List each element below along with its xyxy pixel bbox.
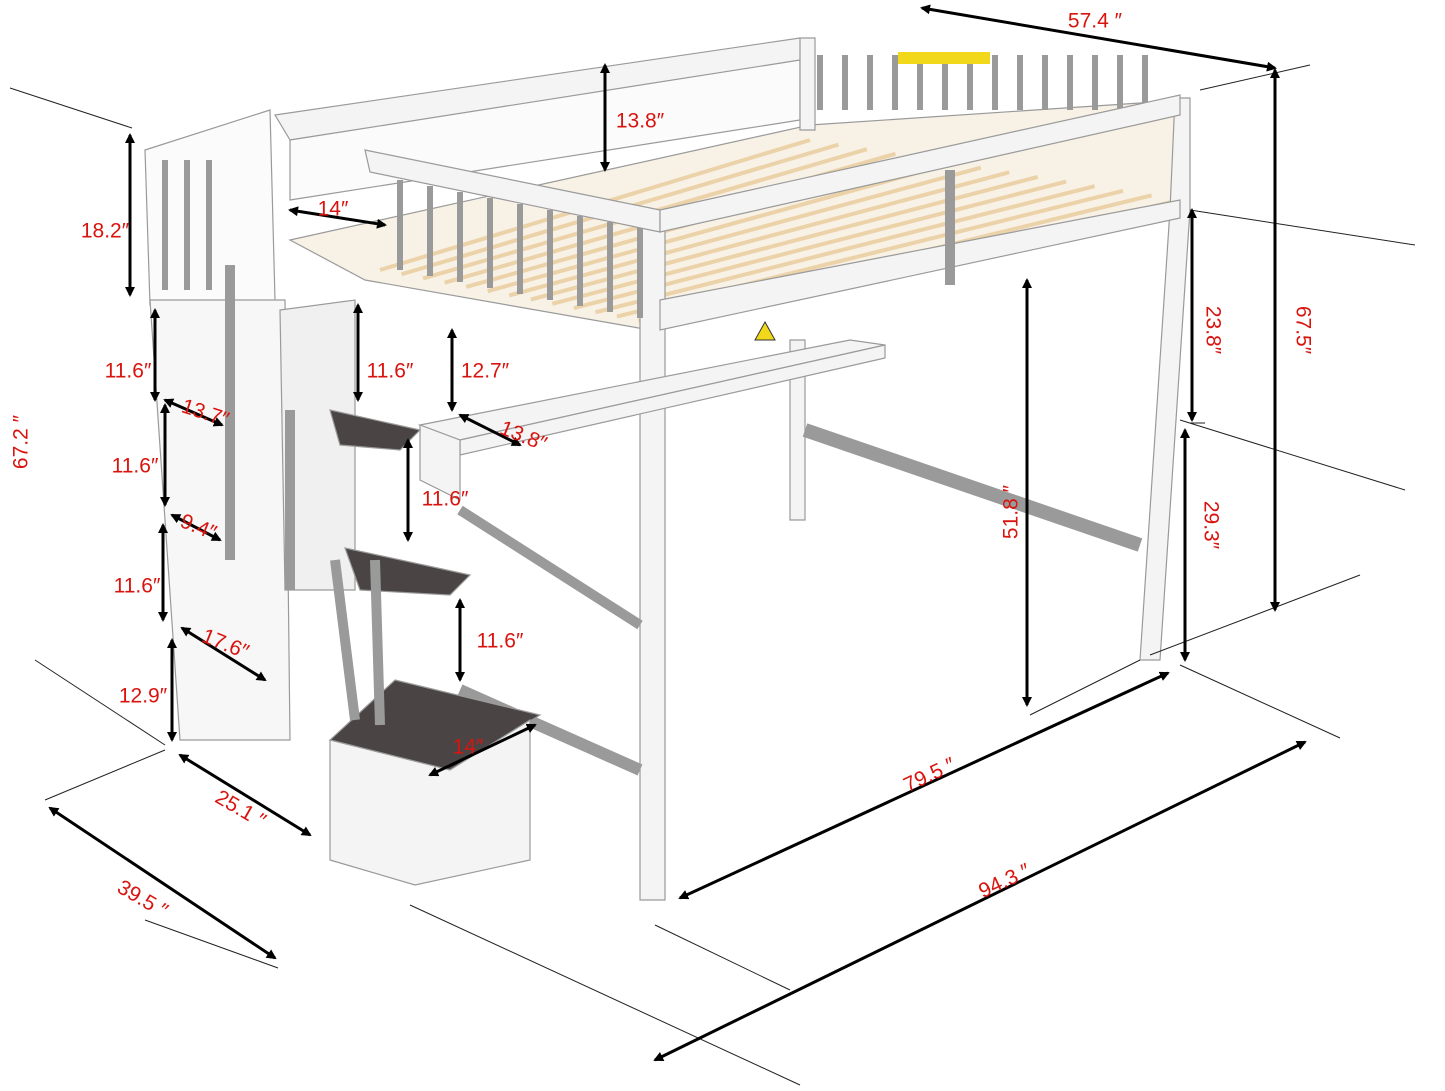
lower-side-rail	[802, 423, 1143, 552]
step-front-3-label: 11.6″	[477, 630, 524, 653]
rail-gap-arrow	[288, 206, 387, 229]
overall-height-label: 67.5″	[1291, 306, 1314, 355]
bottom-step-height-label: 12.9″	[119, 685, 168, 708]
back-leg	[789, 339, 806, 521]
step-depth-1-arrow	[163, 398, 224, 427]
step-left-1-label: 11.6″	[105, 360, 152, 383]
overall-width-label: 57.4 ″	[1068, 10, 1123, 33]
step-depth-2-arrow	[170, 513, 222, 542]
extension-line	[1029, 659, 1141, 716]
overall-length-label: 94.3 ″	[975, 859, 1034, 903]
step-depth-3-arrow	[180, 626, 267, 682]
extension-line	[1189, 209, 1416, 246]
stair-width-arrow	[178, 753, 312, 837]
extension-line	[1179, 664, 1341, 739]
extension-line	[34, 659, 166, 746]
side-rail-lower	[659, 199, 1181, 331]
step-top-1	[329, 409, 422, 451]
back-corner-post	[799, 37, 816, 131]
stair-handrail	[370, 559, 385, 726]
extension-line	[1149, 574, 1361, 656]
lower-front-rail	[457, 505, 643, 630]
extension-line	[654, 924, 791, 991]
rail-gap-label: 14″	[318, 198, 349, 221]
slat	[487, 161, 953, 294]
side-guardrail-top	[659, 94, 1181, 233]
lower-leg-height-label: 29.3″	[1199, 501, 1222, 550]
bed-length-label: 79.5 ″	[900, 753, 959, 797]
bottom-step-depth-arrow	[428, 723, 537, 777]
loft-bed-drawing	[144, 37, 1191, 901]
step-left-3-label: 11.6″	[114, 575, 161, 598]
guardrail-height-label: 13.8″	[616, 110, 665, 133]
extension-line	[144, 919, 279, 969]
stair-rail-height-label: 18.2″	[81, 220, 130, 243]
step-front-2-label: 11.6″	[422, 488, 469, 511]
stair-handrail	[330, 559, 360, 721]
slat	[508, 165, 982, 298]
dimension-arrows	[48, 4, 1307, 1062]
step-top-2	[344, 547, 472, 596]
step-left-2-label: 11.6″	[112, 455, 159, 478]
bottom-step-depth-label: 14″	[453, 736, 484, 759]
warning-label	[898, 52, 990, 64]
stair-cabinet-front	[279, 299, 356, 591]
desk-depth-arrow	[458, 413, 522, 447]
extension-line	[1199, 64, 1311, 91]
extension-line	[409, 904, 801, 1086]
extension-line	[44, 749, 166, 801]
slat	[551, 174, 1039, 306]
extension-line	[9, 87, 133, 129]
overall-width-arrow	[920, 4, 1277, 72]
underbed-clearance-label: 51.8 ″	[1000, 484, 1023, 539]
desk-end	[419, 424, 461, 501]
caution-triangle-icon	[754, 320, 776, 341]
stair-height-label: 67.2 ″	[10, 414, 33, 469]
extension-line	[1179, 419, 1406, 491]
desk-clearance-label: 12.7″	[461, 360, 510, 383]
slat	[594, 184, 1096, 315]
upper-leg-height-label: 23.8″	[1201, 306, 1224, 355]
stair-total-width-arrow	[48, 806, 277, 960]
step-front-1-label: 11.6″	[367, 360, 414, 383]
overall-length-arrow	[653, 740, 1307, 1062]
